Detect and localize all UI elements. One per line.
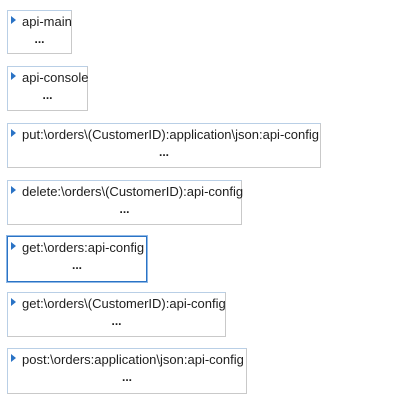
flow-title: post:\orders:application\json:api-config [22,352,244,367]
ellipsis-icon[interactable]: ... [119,202,130,216]
flow-title: put:\orders\(CustomerID):application\jso… [22,127,319,142]
flow-header: post:\orders:application\json:api-config [8,349,246,371]
ellipsis-icon[interactable]: ... [158,145,169,159]
flow-box-api-console[interactable]: api-console ... [7,66,89,111]
flow-header: get:\orders:api-config [8,237,146,259]
flow-header: api-console [8,67,89,89]
flow-title: delete:\orders\(CustomerID):api-config [22,184,244,199]
expand-triangle-icon[interactable] [11,186,16,194]
flow-header: delete:\orders\(CustomerID):api-config [8,181,244,203]
ellipsis-icon[interactable]: ... [71,258,82,272]
expand-triangle-icon[interactable] [11,129,16,137]
expand-triangle-icon[interactable] [11,298,16,306]
ellipsis-icon[interactable]: ... [42,88,53,102]
flow-box-get-orders-customerid[interactable]: get:\orders\(CustomerID):api-config ... [7,292,226,337]
ellipsis-icon[interactable]: ... [111,314,122,328]
flow-box-get-orders-selected[interactable]: get:\orders:api-config ... [7,236,147,282]
flow-box-api-main[interactable]: api-main ... [7,10,72,54]
flow-title: api-console [22,70,89,85]
flow-title: get:\orders:api-config [22,240,145,255]
flow-title: api-main [22,14,72,29]
flow-box-post-orders[interactable]: post:\orders:application\json:api-config… [7,348,247,394]
ellipsis-icon[interactable]: ... [121,370,132,384]
flow-box-delete-orders-customerid[interactable]: delete:\orders\(CustomerID):api-config .… [7,180,244,225]
flow-header: get:\orders\(CustomerID):api-config [8,293,226,315]
expand-triangle-icon[interactable] [11,354,16,362]
expand-triangle-icon[interactable] [11,72,16,80]
ellipsis-icon[interactable]: ... [34,32,45,46]
flow-title: get:\orders\(CustomerID):api-config [22,296,226,311]
flow-header: api-main [8,11,72,33]
flow-box-put-orders-customerid[interactable]: put:\orders\(CustomerID):application\jso… [7,123,321,168]
flow-header: put:\orders\(CustomerID):application\jso… [8,124,320,146]
expand-triangle-icon[interactable] [11,242,16,250]
expand-triangle-icon[interactable] [11,16,16,24]
